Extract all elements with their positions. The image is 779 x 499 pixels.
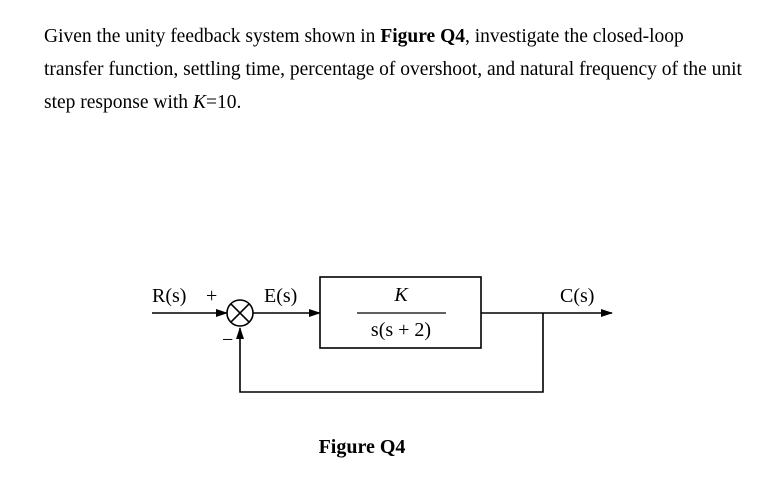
error-label: E(s) [264,285,297,307]
summing-junction [226,299,254,327]
tf-denominator: s(s + 2) [371,319,431,341]
output-label: C(s) [560,285,594,307]
minus-sign: − [222,329,233,351]
question-text: Given the unity feedback system shown in… [44,20,744,119]
figure-reference: Figure Q4 [380,26,465,47]
question-text-part-2: , investigate the closed-loop transfer f… [44,26,742,113]
gain-variable: K [192,92,206,113]
plus-sign: + [206,285,217,307]
input-label: R(s) [152,285,186,307]
tf-numerator: K [393,284,409,306]
gain-value: =10. [205,92,242,113]
question-text-part-1: Given the unity feedback system shown in [44,26,381,47]
feedback-path [236,313,544,393]
question-paragraph: Given the unity feedback system shown in… [44,20,744,119]
figure-caption: Figure Q4 [319,436,406,458]
